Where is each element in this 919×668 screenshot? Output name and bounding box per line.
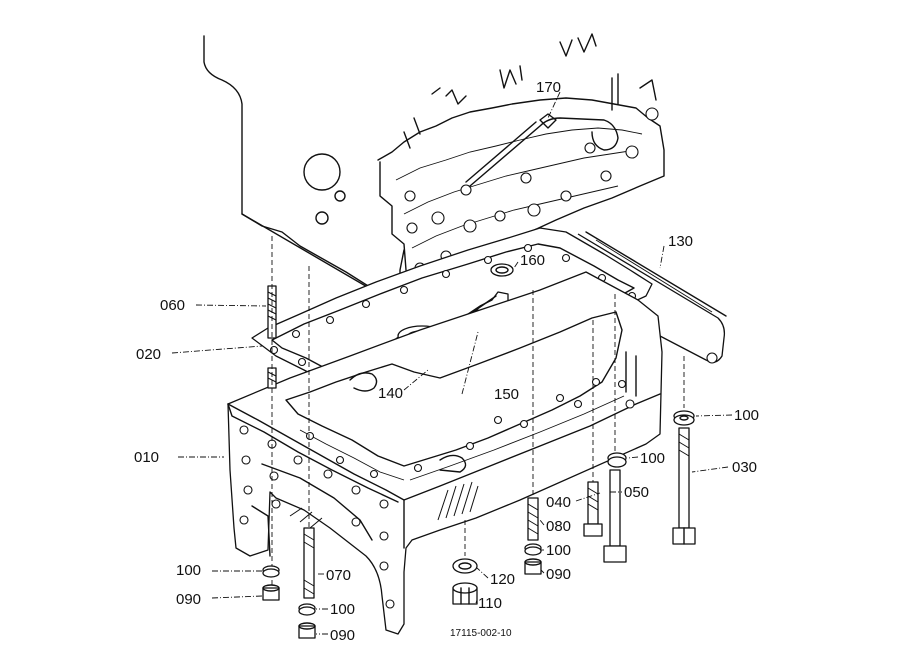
callout-130: 130 bbox=[668, 233, 693, 250]
section-hatching bbox=[289, 481, 479, 529]
callout-100-right: 100 bbox=[734, 407, 759, 424]
nut-090-center bbox=[524, 558, 542, 575]
washer-100-left bbox=[262, 565, 280, 578]
leader-lines bbox=[171, 91, 733, 635]
gasket-120 bbox=[452, 558, 478, 574]
stud-070 bbox=[303, 527, 315, 599]
engine-block bbox=[203, 33, 665, 307]
bolt-030 bbox=[672, 427, 696, 545]
callout-080: 080 bbox=[546, 518, 571, 535]
callout-090-center: 090 bbox=[546, 566, 571, 583]
callout-160: 160 bbox=[520, 252, 545, 269]
nut-090-left bbox=[262, 584, 280, 601]
callout-120: 120 bbox=[490, 571, 515, 588]
callout-090-bottom: 090 bbox=[330, 627, 355, 644]
drawing-number: 17115-002-10 bbox=[450, 628, 512, 639]
head-bolt-holes bbox=[404, 107, 659, 274]
o-ring-160 bbox=[490, 263, 514, 277]
callout-030: 030 bbox=[732, 459, 757, 476]
washer-100-mid bbox=[607, 452, 627, 468]
callout-100-center: 100 bbox=[546, 542, 571, 559]
callout-170: 170 bbox=[536, 79, 561, 96]
callout-010: 010 bbox=[134, 449, 159, 466]
washer-100-bottom bbox=[298, 603, 316, 616]
callout-070: 070 bbox=[326, 567, 351, 584]
callout-090-left: 090 bbox=[176, 591, 201, 608]
stud-080 bbox=[527, 497, 539, 541]
callout-020: 020 bbox=[136, 346, 161, 363]
oil-pan-bolt-holes bbox=[239, 377, 627, 609]
washer-100-center bbox=[524, 543, 542, 556]
callout-150: 150 bbox=[494, 386, 519, 403]
drain-plug-110 bbox=[452, 582, 478, 605]
callout-100-mid: 100 bbox=[640, 450, 665, 467]
callout-110: 110 bbox=[478, 595, 502, 612]
callout-060: 060 bbox=[160, 297, 185, 314]
callout-050: 050 bbox=[624, 484, 649, 501]
callout-labels: 010 020 030 040 050 060 070 080 090 090 … bbox=[134, 79, 759, 644]
callout-140: 140 bbox=[378, 385, 403, 402]
bolt-050 bbox=[603, 469, 627, 563]
nut-090-bottom bbox=[298, 622, 316, 639]
stud-040 bbox=[583, 481, 603, 537]
callout-100-bottom: 100 bbox=[330, 601, 355, 618]
washer-100-right bbox=[673, 410, 695, 426]
callout-100-left: 100 bbox=[176, 562, 201, 579]
callout-040: 040 bbox=[546, 494, 571, 511]
oil-pan-010 bbox=[227, 271, 663, 635]
